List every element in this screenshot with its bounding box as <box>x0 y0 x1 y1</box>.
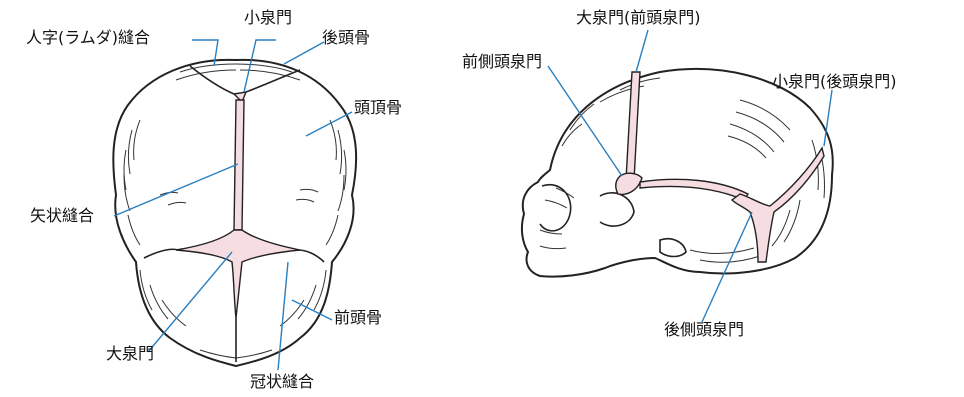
label-occipital-bone: 後頭骨 <box>322 30 370 46</box>
label-parietal-bone: 頭頂骨 <box>354 100 402 116</box>
side-view-skull <box>522 69 833 277</box>
label-lambdoid-suture: 人字(ラムダ)縫合 <box>26 30 150 46</box>
label-sagittal-suture: 矢状縫合 <box>30 208 94 224</box>
leader-side-anterior-fontanelle <box>636 30 648 72</box>
label-side-anterior-fontanelle: 大泉門(前頭泉門) <box>576 10 701 26</box>
label-side-sphenoidal-fontanelle: 前側頭泉門 <box>462 54 542 70</box>
label-frontal-bone: 前頭骨 <box>334 310 382 326</box>
label-posterior-fontanelle-top: 小泉門 <box>244 10 292 26</box>
label-side-mastoid-fontanelle: 後側頭泉門 <box>664 322 744 338</box>
label-coronal-suture: 冠状縫合 <box>250 374 314 390</box>
leader-occipital <box>284 42 324 64</box>
label-anterior-fontanelle-top: 大泉門 <box>106 346 154 362</box>
side-skull-outline <box>522 69 833 277</box>
label-side-posterior-fontanelle: 小泉門(後頭泉門) <box>772 74 897 90</box>
top-view-skull <box>113 60 356 366</box>
